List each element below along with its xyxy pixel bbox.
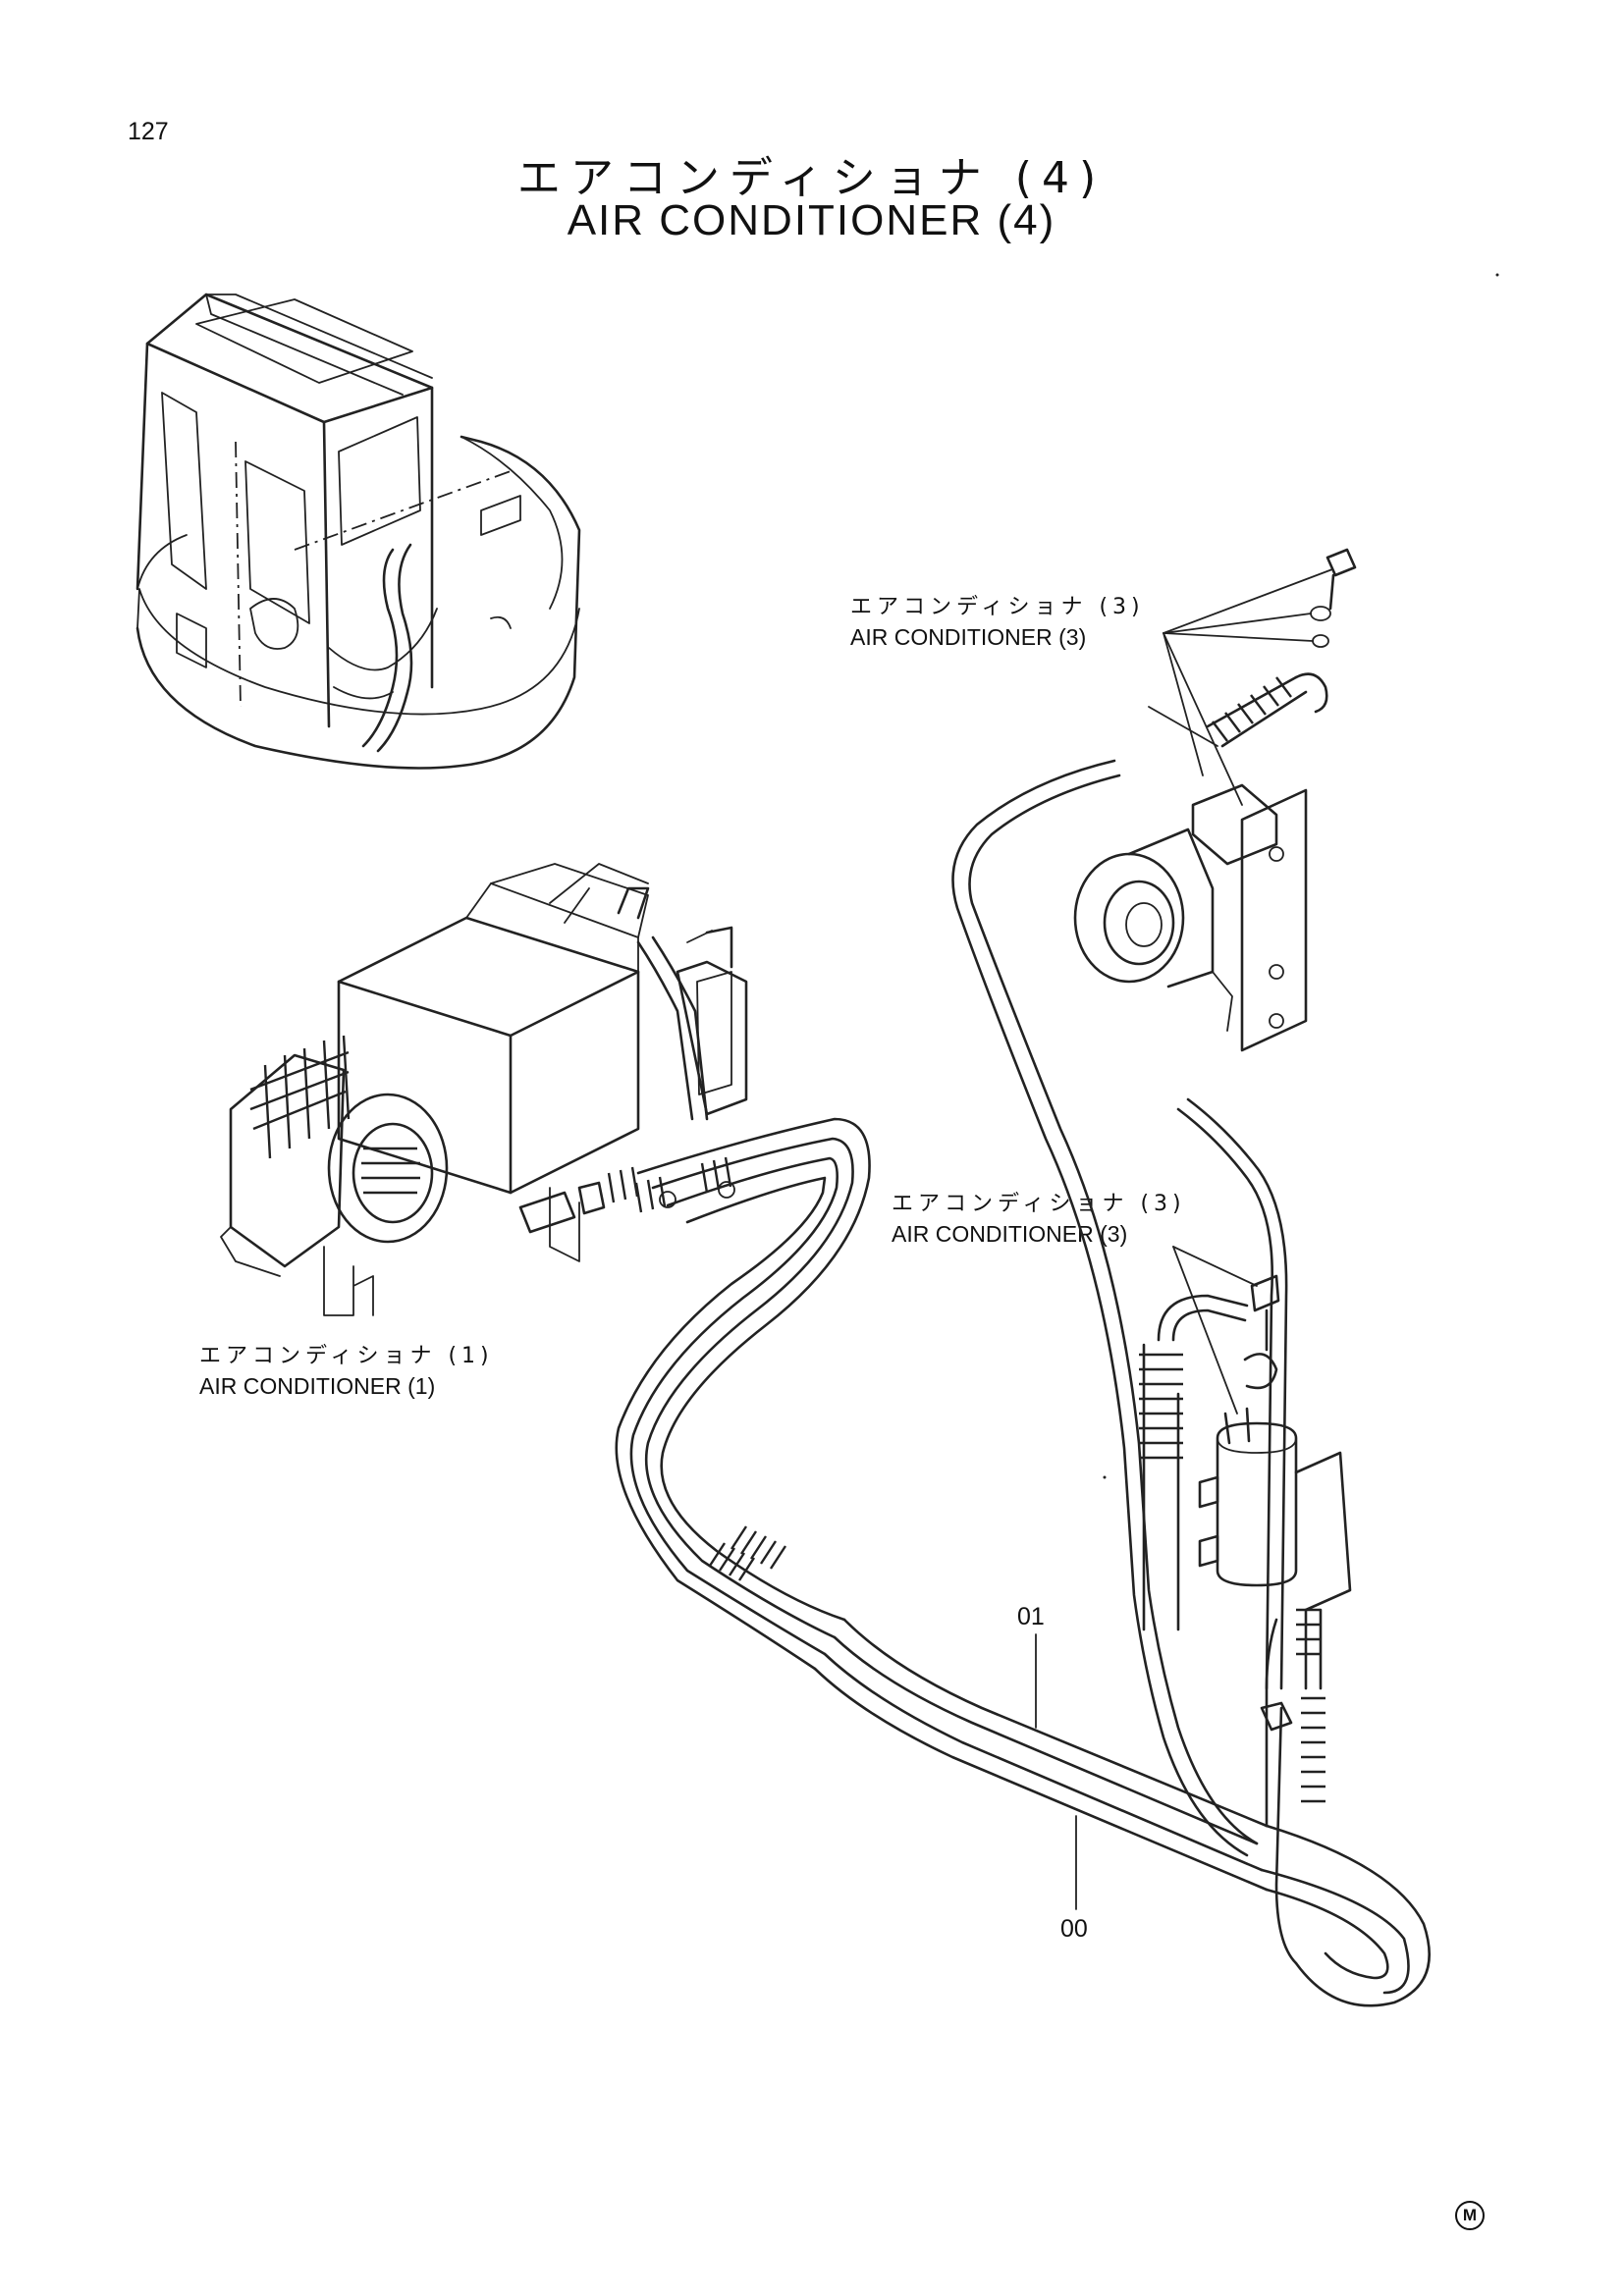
page-number: 127: [128, 118, 169, 145]
callout-receiver-drier-japanese: エアコンディショナ (3): [892, 1192, 1186, 1216]
leader-lines: [1035, 568, 1333, 1910]
air-conditioner-unit-illustration: [220, 863, 748, 1316]
compressor-illustration: [1073, 548, 1357, 1052]
part-number-00: 00: [1060, 1915, 1088, 1943]
callout-compressor: エアコンディショナ (3) AIR CONDITIONER (3): [850, 592, 1145, 653]
callout-receiver-drier-english: AIR CONDITIONER (3): [892, 1221, 1128, 1247]
manufacturer-mark: M: [1455, 2201, 1485, 2230]
callout-unit: エアコンディショナ (1) AIR CONDITIONER (1): [199, 1341, 494, 1402]
excavator-cab-illustration: [135, 293, 581, 770]
title-english: AIR CONDITIONER (4): [567, 196, 1056, 244]
receiver-drier-illustration: [1139, 1274, 1352, 1732]
title-japanese: エアコンディショナ (4): [516, 153, 1107, 203]
callout-compressor-english: AIR CONDITIONER (3): [850, 624, 1087, 650]
callout-unit-english: AIR CONDITIONER (1): [199, 1373, 436, 1399]
refrigerant-hoses: [615, 672, 1432, 2007]
callout-receiver-drier: エアコンディショナ (3) AIR CONDITIONER (3): [892, 1189, 1186, 1250]
part-number-01: 01: [1017, 1603, 1045, 1630]
callout-unit-japanese: エアコンディショナ (1): [199, 1344, 494, 1368]
callout-compressor-japanese: エアコンディショナ (3): [850, 595, 1145, 619]
